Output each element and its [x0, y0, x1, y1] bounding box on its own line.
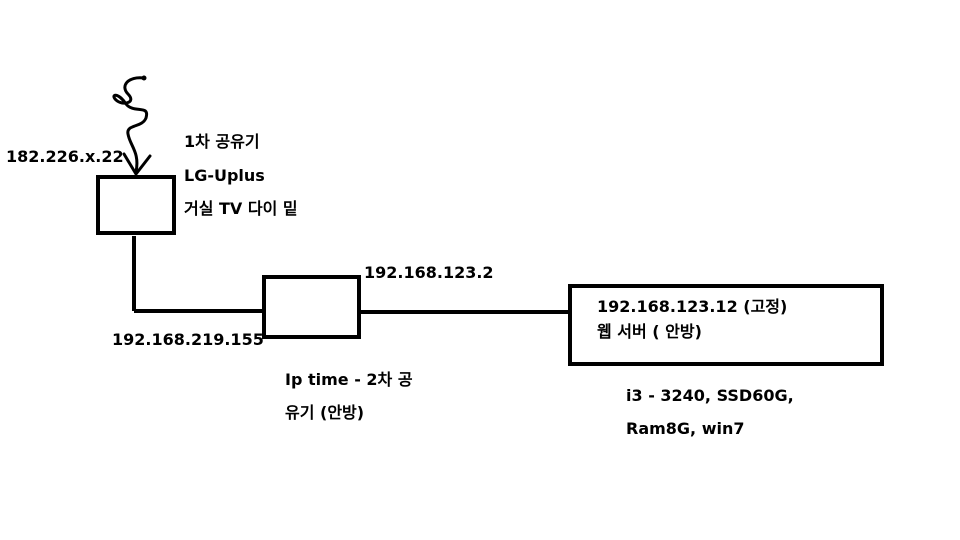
isp-ip-label: 182.226.x.22 [6, 147, 124, 166]
router2-wan-ip-label: 192.168.123.2 [364, 263, 494, 282]
router2-title-label: Ip time - 2차 공 [285, 370, 413, 389]
internet-arrow-head [122, 152, 152, 176]
router1-lan-ip-label: 192.168.219.155 [112, 330, 264, 349]
server-specs-line1-label: i3 - 3240, SSD60G, [626, 386, 794, 405]
server-ip-label: 192.168.123.12 (고정) [597, 297, 788, 316]
router2-location-label: 유기 (안방) [285, 403, 365, 422]
router2-box [262, 275, 361, 339]
router1-title-label: 1차 공유기 [184, 132, 260, 151]
server-specs-line2-label: Ram8G, win7 [626, 419, 745, 438]
router1-box [96, 175, 176, 235]
server-box [568, 284, 884, 366]
router1-location-label: 거실 TV 다이 밑 [184, 199, 298, 218]
router1-model-label: LG-Uplus [184, 166, 265, 185]
internet-origin-dot [141, 75, 147, 81]
internet-squiggle-line [112, 76, 149, 174]
server-role-label: 웹 서버 ( 안방) [597, 322, 702, 341]
